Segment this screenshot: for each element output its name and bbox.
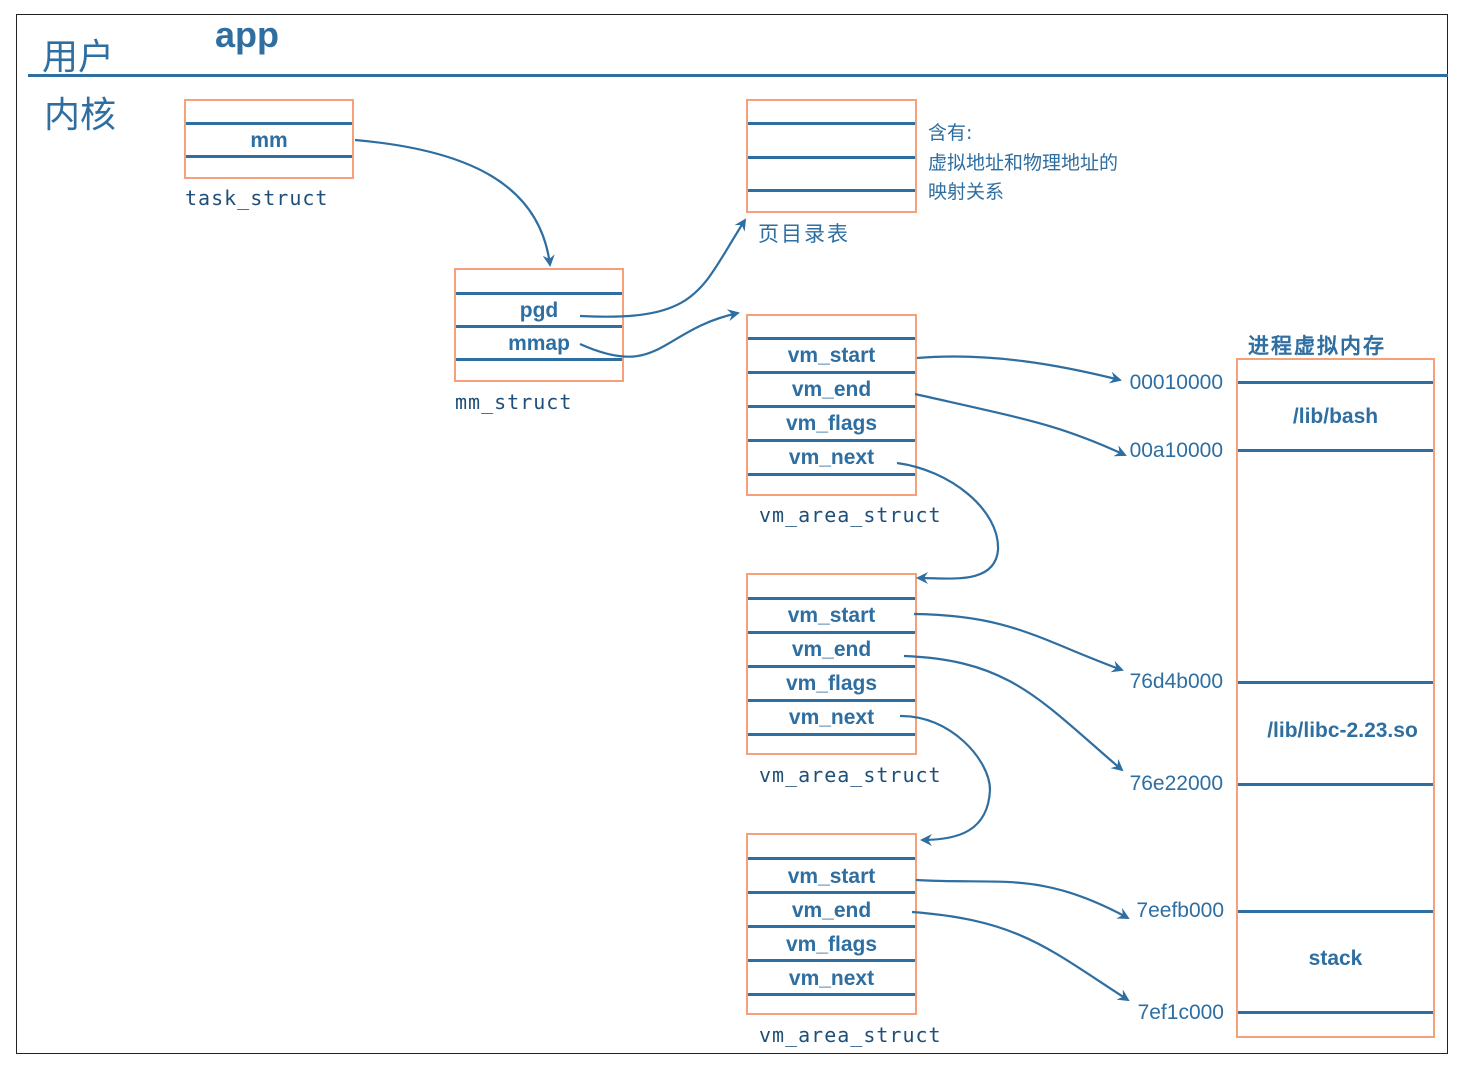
page-directory-caption: 页目录表 bbox=[758, 222, 850, 246]
task-struct-mm-field: mm bbox=[250, 129, 288, 152]
task-struct-caption: task_struct bbox=[185, 186, 329, 210]
vm-area-3-vm-flags: vm_flags bbox=[785, 933, 878, 956]
process-memory-box: /lib/bash /lib/libc-2.23.so stack bbox=[1236, 358, 1435, 1038]
arrow-pgd-to-page-dir bbox=[579, 218, 747, 318]
segment-stack: stack bbox=[1308, 947, 1363, 970]
vm-area-1-vm-flags: vm_flags bbox=[785, 412, 878, 435]
arrow-vm-start-2-to-address-3 bbox=[913, 612, 1124, 673]
vm-area-struct-box-1: vm_start vm_end vm_flags vm_next bbox=[746, 314, 917, 496]
mm-struct-mmap-field: mmap bbox=[508, 332, 570, 355]
vm-area-1-caption: vm_area_struct bbox=[759, 503, 942, 527]
mm-struct-box: pgd mmap bbox=[454, 268, 624, 382]
vm-area-3-vm-start: vm_start bbox=[787, 865, 876, 888]
user-space-label: 用户 bbox=[42, 37, 115, 78]
arrow-vm-next-1-to-vm-area-2 bbox=[896, 461, 1000, 585]
process-memory-title: 进程虚拟内存 bbox=[1248, 334, 1386, 358]
mm-struct-caption: mm_struct bbox=[455, 390, 573, 414]
arrow-vm-end-3-to-address-6 bbox=[911, 910, 1130, 1002]
vm-area-2-vm-end: vm_end bbox=[791, 638, 872, 661]
kernel-space-label: 内核 bbox=[44, 95, 117, 136]
arrow-mm-to-mm-struct bbox=[354, 138, 555, 267]
vm-area-2-caption: vm_area_struct bbox=[759, 763, 942, 787]
address-label-2: 00a10000 bbox=[1129, 439, 1223, 462]
arrow-vm-next-2-to-vm-area-3 bbox=[899, 714, 992, 846]
vm-area-3-caption: vm_area_struct bbox=[759, 1023, 942, 1047]
address-label-4: 76e22000 bbox=[1129, 772, 1223, 795]
arrow-vm-start-1-to-address-1 bbox=[916, 355, 1122, 384]
arrow-vm-end-1-to-address-2 bbox=[914, 392, 1127, 457]
page-directory-note-line-3: 映射关系 bbox=[928, 181, 1005, 203]
vm-area-struct-box-3: vm_start vm_end vm_flags vm_next bbox=[746, 833, 917, 1015]
vm-area-3-vm-next: vm_next bbox=[788, 967, 875, 990]
arrow-vm-end-2-to-address-4 bbox=[903, 654, 1124, 772]
mm-struct-pgd-field: pgd bbox=[519, 299, 559, 322]
segment-lib-bash: /lib/bash bbox=[1292, 405, 1379, 428]
vm-area-2-vm-flags: vm_flags bbox=[785, 672, 878, 695]
page-directory-note-line-1: 含有: bbox=[928, 122, 973, 144]
task-struct-box: mm bbox=[184, 99, 354, 179]
arrow-mmap-to-vm-area-1 bbox=[579, 309, 740, 358]
app-label: app bbox=[215, 14, 280, 55]
address-label-1: 00010000 bbox=[1129, 371, 1223, 394]
address-label-5: 7eefb000 bbox=[1136, 899, 1224, 922]
address-label-6: 7ef1c000 bbox=[1137, 1001, 1224, 1024]
vm-area-1-vm-end: vm_end bbox=[791, 378, 872, 401]
segment-libc: /lib/libc-2.23.so bbox=[1267, 719, 1418, 742]
address-label-3: 76d4b000 bbox=[1129, 670, 1223, 693]
page-directory-note-line-2: 虚拟地址和物理地址的 bbox=[928, 152, 1119, 174]
vm-area-1-vm-start: vm_start bbox=[787, 344, 876, 367]
diagram-frame bbox=[16, 14, 1448, 1054]
user-kernel-separator bbox=[28, 74, 1448, 77]
vm-area-1-vm-next: vm_next bbox=[788, 446, 875, 469]
vm-area-2-vm-start: vm_start bbox=[787, 604, 876, 627]
vm-area-struct-box-2: vm_start vm_end vm_flags vm_next bbox=[746, 573, 917, 755]
vm-area-3-vm-end: vm_end bbox=[791, 899, 872, 922]
vm-area-2-vm-next: vm_next bbox=[788, 706, 875, 729]
page-directory-box bbox=[746, 99, 917, 213]
arrow-vm-start-3-to-address-5 bbox=[915, 878, 1130, 919]
